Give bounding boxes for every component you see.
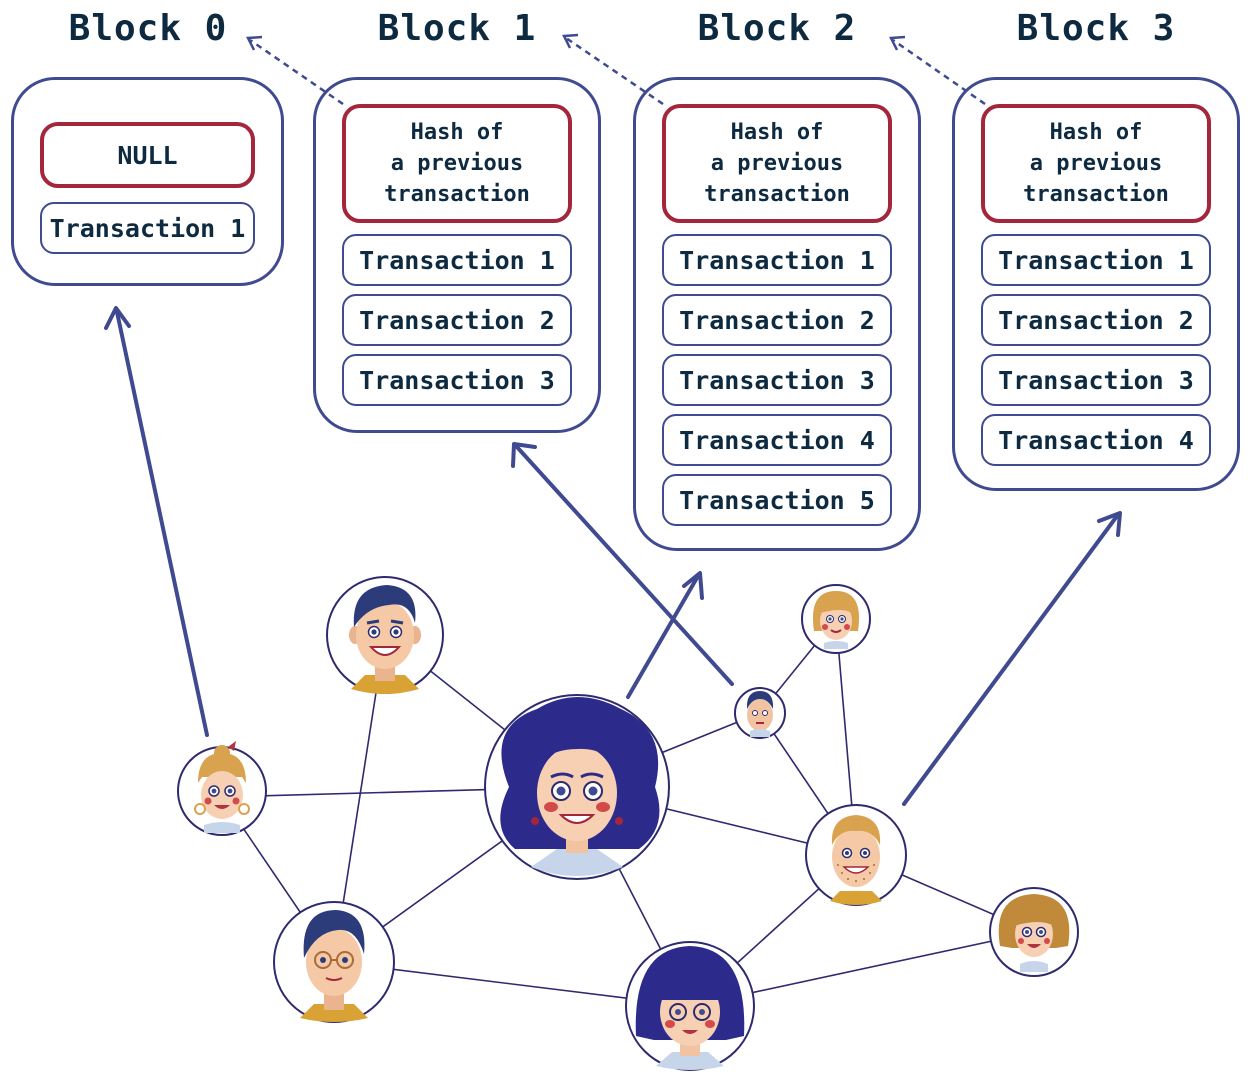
transaction-label: Transaction 1	[49, 213, 246, 243]
chain-arrowhead-2	[889, 35, 906, 51]
block-0-transaction-1: Transaction 1	[40, 202, 255, 254]
man-smiling-avatar-icon	[326, 576, 444, 694]
transaction-label: Transaction 2	[998, 305, 1194, 335]
submission-arrowhead-3	[1097, 511, 1122, 537]
chain-arrowhead-1	[562, 33, 579, 49]
block-2: Hash of a previous transaction Transacti…	[633, 77, 921, 551]
transaction-label: Transaction 1	[359, 245, 555, 275]
transaction-label: Transaction 4	[998, 425, 1194, 455]
woman-curly-hair-avatar-icon	[484, 694, 670, 880]
woman-blonde-avatar-icon	[801, 584, 871, 654]
man-glasses-avatar-icon	[273, 901, 395, 1023]
block-2-transaction-5: Transaction 5	[662, 474, 892, 526]
transaction-label: Transaction 3	[679, 365, 875, 395]
block-3-transaction-2: Transaction 2	[981, 294, 1211, 346]
transaction-label: Transaction 5	[679, 485, 875, 515]
block-2-title: Block 2	[697, 8, 857, 49]
chain-arrow-3-to-2	[892, 38, 986, 106]
block-2-transaction-4: Transaction 4	[662, 414, 892, 466]
block-3: Hash of a previous transaction Transacti…	[952, 77, 1240, 491]
woman-bun-avatar-icon	[177, 741, 267, 836]
submission-arrowhead-1	[511, 442, 537, 468]
chain-arrow-1-to-0	[249, 38, 344, 106]
transaction-label: Transaction 4	[679, 425, 875, 455]
submission-arrow-to-block-1	[515, 445, 734, 686]
block-0-title: Block 0	[68, 8, 228, 49]
transaction-label: Transaction 1	[998, 245, 1194, 275]
submission-arrow-to-block-3	[902, 514, 1119, 806]
block-1-transaction-2: Transaction 2	[342, 294, 572, 346]
block-1-transaction-3: Transaction 3	[342, 354, 572, 406]
chain-arrowhead-0	[246, 35, 263, 51]
block-2-transaction-2: Transaction 2	[662, 294, 892, 346]
block-3-transaction-1: Transaction 1	[981, 234, 1211, 286]
chain-arrow-2-to-1	[565, 36, 664, 106]
woman-bob-hair-avatar-icon	[625, 941, 755, 1071]
previous-hash-label: Hash of a previous transaction	[1023, 120, 1169, 207]
previous-hash-box: Hash of a previous transaction	[342, 104, 572, 223]
block-3-transaction-4: Transaction 4	[981, 414, 1211, 466]
null-hash-label: NULL	[117, 140, 178, 170]
transaction-label: Transaction 3	[998, 365, 1194, 395]
block-2-transaction-3: Transaction 3	[662, 354, 892, 406]
block-2-transaction-1: Transaction 1	[662, 234, 892, 286]
transaction-label: Transaction 2	[359, 305, 555, 335]
block-3-transaction-3: Transaction 3	[981, 354, 1211, 406]
transaction-label: Transaction 1	[679, 245, 875, 275]
submission-arrow-to-block-2	[626, 574, 700, 699]
block-3-title: Block 3	[1016, 8, 1176, 49]
transaction-label: Transaction 2	[679, 305, 875, 335]
previous-hash-label: Hash of a previous transaction	[704, 120, 850, 207]
block-1: Hash of a previous transaction Transacti…	[313, 77, 601, 433]
previous-hash-label: Hash of a previous transaction	[384, 120, 530, 207]
block-1-title: Block 1	[377, 8, 537, 49]
submission-arrowhead-0	[104, 306, 131, 330]
null-hash-box: NULL	[40, 122, 255, 188]
chain-arrows	[249, 36, 986, 106]
submission-arrowhead-2	[682, 571, 704, 600]
block-0: NULL Transaction 1	[11, 77, 284, 286]
previous-hash-box: Hash of a previous transaction	[981, 104, 1211, 223]
transaction-label: Transaction 3	[359, 365, 555, 395]
man-small-avatar-icon	[734, 687, 786, 739]
previous-hash-box: Hash of a previous transaction	[662, 104, 892, 223]
woman-redhead-avatar-icon	[989, 887, 1079, 977]
block-1-transaction-1: Transaction 1	[342, 234, 572, 286]
submission-arrows	[104, 306, 1122, 806]
submission-arrow-to-block-0	[115, 310, 209, 737]
man-beard-avatar-icon	[805, 804, 907, 906]
